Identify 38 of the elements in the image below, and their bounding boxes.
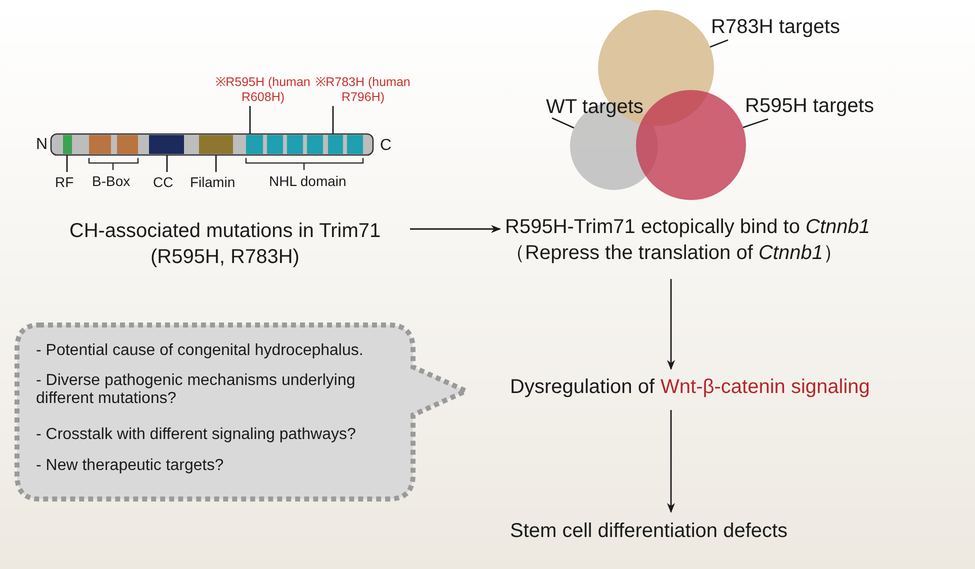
leader-line [332, 106, 334, 134]
leader-line [66, 155, 68, 172]
pathway-name: Wnt-β-catenin signaling [660, 376, 870, 398]
arrow [667, 410, 675, 513]
target-label: WT targets [546, 94, 648, 120]
domain-label: CC [153, 172, 181, 192]
target-label: R595H targets [745, 93, 893, 119]
leader-line [215, 155, 217, 172]
domain-segment [63, 135, 72, 154]
bullet-text: - Crosstalk with different signaling pathways? [36, 426, 357, 444]
domain-segment [199, 135, 233, 154]
binding-text: R595H-Trim71 ectopically bind to Ctnnb1 [505, 215, 871, 240]
leader-line [742, 118, 768, 128]
domain-label: RF [55, 172, 79, 192]
terminus-label: C [380, 137, 392, 155]
binding-text: （Repress the translation of Ctnnb1） [505, 241, 844, 266]
domain-segment [246, 135, 263, 154]
leader-line [552, 117, 574, 129]
arrow [410, 225, 501, 233]
mutation-label: ※R783H (human R796H) [314, 75, 412, 105]
bullet-text: - Diverse pathogenic mechanisms underlying different mutations? [36, 372, 356, 408]
bullet-text: - New therapeutic targets? [36, 457, 225, 475]
outcome-text: Stem cell differentiation defects [510, 518, 830, 544]
domain-label: NHL domain [269, 172, 346, 190]
leader-line [710, 39, 728, 48]
terminus-label: N [36, 136, 48, 154]
domain-segment [328, 135, 343, 154]
leader-line [249, 106, 251, 134]
domain-segment [149, 135, 184, 154]
arrow [667, 279, 675, 370]
signaling-text: Dysregulation of [510, 376, 655, 398]
mutation-label: ※R595H (human R608H) [214, 75, 312, 105]
domain-label: Filamin [190, 172, 242, 192]
domain-label: B-Box [92, 172, 130, 190]
mutation-text: CH-associated mutations in Trim71 (R595H, R783H) [45, 218, 405, 270]
target-label: R783H targets [711, 14, 857, 40]
bullet-text: - Potential cause of congenital hydrocephalus. [36, 342, 364, 360]
leader-line [166, 155, 168, 172]
